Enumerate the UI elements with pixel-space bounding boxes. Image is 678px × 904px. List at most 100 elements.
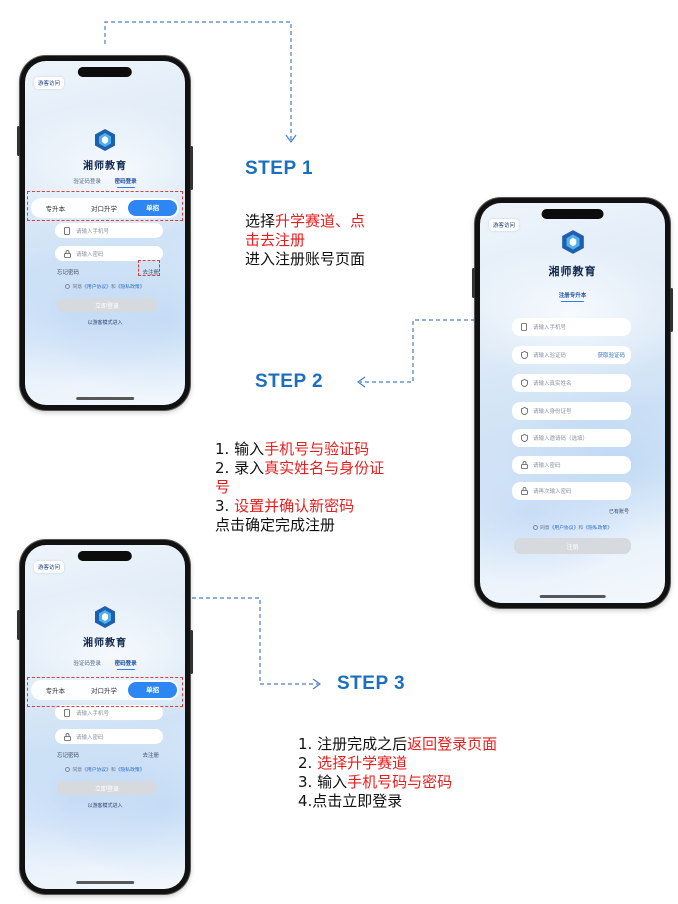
confirm-password-input[interactable]: 请再次输入密码 [512,482,631,500]
password-input[interactable]: 请输入密码 [55,729,163,744]
login-tabs: 验证码登录 密码登录 [25,177,185,188]
privacy-policy-link[interactable]: 《隐私政策》 [583,526,612,531]
password-placeholder: 请输入密码 [76,734,104,741]
logo-icon [95,606,115,628]
agree-checkbox[interactable] [65,767,71,772]
register-link[interactable]: 去注册 [142,270,159,276]
connector-step3 [192,597,318,685]
guest-access-button[interactable]: 游客访问 [489,219,520,231]
tab-register[interactable]: 注册专升本 [558,293,587,302]
phone-input[interactable]: 请输入手机号 [55,705,163,720]
user-agreement-link[interactable]: 《用户协议》 [82,285,111,290]
user-agreement-link[interactable]: 《用户协议》 [82,768,111,773]
agreement-line: 同意《用户协议》和《隐私政策》 [480,524,665,531]
track-option-dz[interactable]: 单招 [128,682,178,698]
real-name-placeholder: 请输入真实姓名 [533,381,572,387]
lock-icon [520,487,528,495]
phone-placeholder: 请输入手机号 [533,325,567,331]
brand-name: 湘师教育 [83,638,127,649]
password-input[interactable]: 请输入密码 [512,456,631,474]
have-account-link[interactable]: 已有账号 [608,509,629,515]
highlight-track-1 [27,191,183,221]
phone-register: 游客访问 湘师教育 注册专升本 请输入手机号 请输入验证码 获取验证码 请输入真… [472,198,673,608]
track-option-dz[interactable]: 单招 [128,200,178,216]
shield-icon [520,407,528,415]
agree-checkbox[interactable] [65,284,71,289]
highlight-track-3 [27,677,183,707]
shield-icon [520,434,528,442]
step2-instructions: 1. 输入手机号与验证码 2. 录入真实姓名与身份证 号 3. 设置并确认新密码… [215,440,385,534]
privacy-policy-link[interactable]: 《隐私政策》 [115,285,145,290]
register-screen: 游客访问 湘师教育 注册专升本 请输入手机号 请输入验证码 获取验证码 请输入真… [480,203,665,603]
guest-access-button[interactable]: 游客访问 [34,561,65,573]
invite-code-placeholder: 请输入邀请码（选填） [533,436,589,442]
arrow-head-step3 [312,678,322,690]
agreement-line: 同意《用户协议》和《隐私政策》 [25,283,185,290]
privacy-policy-link[interactable]: 《隐私政策》 [115,768,145,773]
lock-icon [520,461,528,469]
forgot-password-link[interactable]: 忘记密码 [57,753,80,759]
shield-icon [520,351,528,359]
arrow-head-step2 [356,376,366,388]
real-name-input[interactable]: 请输入真实姓名 [512,374,631,392]
user-agreement-link[interactable]: 《用户协议》 [549,526,579,531]
login-button[interactable]: 立即登录 [57,298,157,312]
track-selector: 专升本 对口升学 单招 [31,680,179,700]
step1-instructions: 选择升学赛道、点 击去注册 进入注册账号页面 [245,212,366,268]
phone-icon [520,323,528,331]
phone-login-1: 游客访问 湘师教育 验证码登录 密码登录 专升本 对口升学 单招 请输入手机号 … [17,56,193,410]
guest-mode-link[interactable]: 以游客模式进入 [87,320,123,326]
phone-icon [63,226,71,235]
password-placeholder: 请输入密码 [76,251,104,258]
track-option-zsb[interactable]: 专升本 [45,205,66,213]
agree-checkbox[interactable] [532,525,538,530]
lock-icon [63,249,71,258]
tab-password-login[interactable]: 密码登录 [114,661,137,670]
brand-name: 湘师教育 [548,265,597,278]
login-tabs: 验证码登录 密码登录 [25,659,185,670]
agreement-line: 同意《用户协议》和《隐私政策》 [25,766,185,773]
step3-title: STEP 3 [337,673,406,694]
home-indicator [76,881,134,884]
guest-access-button[interactable]: 游客访问 [34,77,65,89]
home-indicator [76,397,134,400]
tab-password-login[interactable]: 密码登录 [114,179,137,188]
code-input[interactable]: 请输入验证码 获取验证码 [512,346,631,364]
phone-login-2: 游客访问 湘师教育 验证码登录 密码登录 专升本 对口升学 单招 请输入手机号 … [17,540,193,894]
step3-instructions: 1. 注册完成之后返回登录页面 2. 选择升学赛道 3. 输入手机号码与密码 4… [298,735,498,810]
step1-title: STEP 1 [245,158,314,179]
login-screen-2: 游客访问 湘师教育 验证码登录 密码登录 专升本 对口升学 单招 请输入手机号 … [25,545,185,889]
lock-icon [63,732,71,741]
guest-mode-link[interactable]: 以游客模式进入 [87,803,123,809]
invite-code-input[interactable]: 请输入邀请码（选填） [512,429,631,447]
register-link[interactable]: 去注册 [142,753,159,759]
shield-icon [520,379,528,387]
login-button[interactable]: 立即登录 [57,781,157,795]
phone-input[interactable]: 请输入手机号 [512,318,631,336]
track-option-dksx[interactable]: 对口升学 [91,205,117,213]
password-placeholder: 请输入密码 [533,463,561,469]
arrow-head-step1 [285,134,297,144]
code-placeholder: 请输入验证码 [533,353,567,359]
logo-icon [95,129,115,151]
tab-code-login[interactable]: 验证码登录 [73,661,101,667]
confirm-password-placeholder: 请再次输入密码 [533,489,572,495]
track-option-dksx[interactable]: 对口升学 [91,687,117,695]
step2-title: STEP 2 [255,371,324,392]
phone-icon [63,708,71,717]
home-indicator [539,595,606,598]
track-option-zsb[interactable]: 专升本 [45,687,66,695]
id-number-input[interactable]: 请输入身份证号 [512,402,631,420]
forgot-password-link[interactable]: 忘记密码 [57,270,80,276]
tab-code-login[interactable]: 验证码登录 [73,179,101,185]
phone-input[interactable]: 请输入手机号 [55,223,163,238]
get-code-button[interactable]: 获取验证码 [597,353,625,359]
phone-placeholder: 请输入手机号 [76,710,110,717]
highlight-register-1 [138,260,160,276]
register-submit-button[interactable]: 注册 [514,538,631,554]
phone-placeholder: 请输入手机号 [76,228,110,235]
login-screen-1: 游客访问 湘师教育 验证码登录 密码登录 专升本 对口升学 单招 请输入手机号 … [25,61,185,405]
connector-step2 [360,319,475,383]
logo-icon [561,230,584,254]
password-input[interactable]: 请输入密码 [55,246,163,261]
